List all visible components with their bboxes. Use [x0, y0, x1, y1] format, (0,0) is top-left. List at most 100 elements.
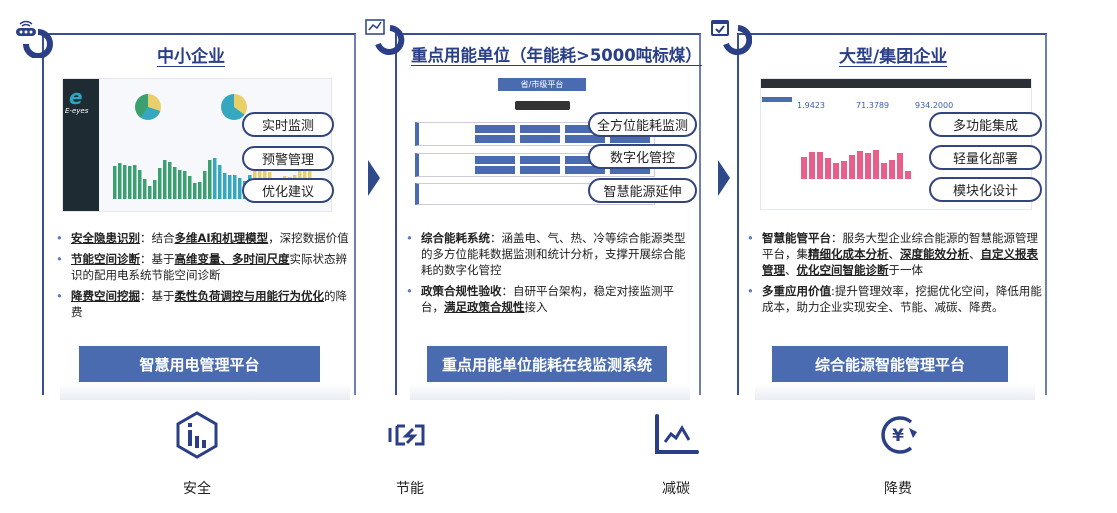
- diagram-node: [475, 125, 515, 133]
- mock-bar: [133, 165, 137, 199]
- mock-bar: [183, 171, 187, 199]
- mock-bar: [218, 165, 222, 199]
- mock-bar: [118, 163, 122, 199]
- feature-pill: 预警管理: [242, 146, 334, 171]
- panel-title: 中小企业: [157, 47, 225, 67]
- mock-bar: [128, 166, 132, 199]
- diagram-node: [610, 135, 650, 143]
- svg-text:¥: ¥: [892, 426, 904, 446]
- mock-bar: [178, 170, 182, 199]
- feature-pill: 优化建议: [242, 178, 334, 203]
- mock-bar: [203, 171, 207, 199]
- feature-pill: 全方位能耗监测: [588, 112, 697, 137]
- mock-bar: [841, 161, 847, 179]
- logo: E-eyes: [65, 107, 89, 115]
- mock-bar: [123, 165, 127, 199]
- mock-bar: [148, 186, 152, 199]
- feature-pill: 实时监测: [242, 112, 334, 137]
- list-item: 综合能耗系统：涵盖电、气、热、冷等综合能源类型的多方位能耗数据监测和统计分析，支…: [404, 230, 696, 278]
- panel-sme: [42, 33, 356, 395]
- panel-title: 大型/集团企业: [839, 47, 948, 67]
- diagram-node: [475, 166, 515, 174]
- mock-bar: [809, 152, 815, 179]
- network-chart-icon: [365, 19, 405, 55]
- feature-pill: 轻量化部署: [929, 145, 1042, 170]
- mock-bar: [113, 166, 117, 199]
- feature-pill: 智慧能源延伸: [588, 178, 697, 203]
- mock-bar: [833, 163, 839, 179]
- arrow-right-icon: [718, 160, 730, 196]
- line-chart-icon: [655, 414, 699, 454]
- energy-swap-icon: [388, 424, 425, 446]
- mock-bar: [905, 171, 911, 179]
- feature-pill: 数字化管控: [588, 144, 697, 169]
- mock-bar: [153, 180, 157, 199]
- diagram-node: [475, 135, 515, 143]
- benefit-label: 降费: [884, 481, 912, 497]
- mock-bar: [233, 175, 237, 199]
- kpi-value: 934.2000: [915, 101, 954, 110]
- wifi-router-icon: [16, 20, 53, 58]
- list-item: 安全隐患识别：结合多维AI和机理模型，深挖数据价值: [54, 230, 349, 246]
- panel-title: 重点用能单位（年能耗>5000吨标煤）: [411, 46, 702, 65]
- mock-bar: [865, 153, 871, 179]
- diagram-node: [520, 156, 560, 164]
- benefit-label: 节能: [396, 481, 424, 497]
- list-item: 政策合规性验收：自研平台架构，稳定对接监测平台，满足政策合规性接入: [404, 283, 696, 315]
- feature-list: 综合能耗系统：涵盖电、气、热、冷等综合能源类型的多方位能耗数据监测和统计分析，支…: [404, 230, 696, 320]
- mock-bar: [228, 175, 232, 199]
- mock-bar: [873, 150, 879, 179]
- mock-bar: [801, 157, 807, 179]
- diagram-node: [520, 125, 560, 133]
- feature-pill: 多功能集成: [929, 112, 1042, 137]
- feature-list: 安全隐患识别：结合多维AI和机理模型，深挖数据价值 节能空间诊断：基于高维变量、…: [54, 230, 349, 325]
- mock-bar: [258, 156, 262, 199]
- diagram-node: [520, 135, 560, 143]
- diagram-node: [565, 135, 605, 143]
- diagram-node: [565, 166, 605, 174]
- mock-bar: [158, 168, 162, 199]
- platform-button[interactable]: 重点用能单位能耗在线监测系统: [427, 346, 667, 382]
- mock-bar: [825, 158, 831, 179]
- benefit-label: 减碳: [662, 481, 690, 497]
- diagram-node: [565, 125, 605, 133]
- mock-bar: [168, 162, 172, 199]
- list-item: 节能空间诊断：基于高维变量、多时间尺度实际状态辨识的配用电系统节能空间诊断: [54, 251, 349, 283]
- diagram-node: [520, 166, 560, 174]
- feature-pill: 模块化设计: [929, 177, 1042, 202]
- feature-list: 智慧能管平台：服务大型企业综合能源的智慧能源管理平台，集精细化成本分析、深度能效…: [745, 230, 1043, 320]
- list-item: 降费空间挖掘：基于柔性负荷调控与用能行为优化的降费: [54, 288, 349, 320]
- mock-bar: [193, 183, 197, 199]
- benefit-label: 安全: [183, 481, 211, 497]
- platform-button[interactable]: 智慧用电管理平台: [79, 346, 320, 382]
- diagram-node: [475, 156, 515, 164]
- mock-bar: [198, 182, 202, 199]
- mock-bar: [208, 160, 212, 199]
- mock-bar: [223, 173, 227, 199]
- yen-cycle-icon: ¥: [881, 416, 917, 454]
- arrow-right-icon: [368, 160, 380, 196]
- list-item: 多重应用价值:提升管理效率，挖掘优化空间，降低用能成本，助力企业实现安全、节能、…: [745, 283, 1043, 315]
- kpi-value: 71.3789: [856, 101, 890, 110]
- mock-bar: [849, 155, 855, 179]
- mock-bar: [238, 178, 242, 199]
- mock-bar: [857, 151, 863, 179]
- kpi-value: 1.9423: [797, 101, 825, 110]
- mock-bar: [897, 153, 903, 179]
- mock-bar: [143, 179, 147, 199]
- diagram-top-node: 省/市级平台: [498, 78, 586, 91]
- mock-bar: [213, 158, 217, 199]
- mock-bar: [163, 160, 167, 199]
- mock-bar: [817, 152, 823, 179]
- diagram-node: [610, 166, 650, 174]
- architecture-diagram: 省/市级平台: [415, 78, 695, 208]
- panel-key-units: [395, 33, 701, 395]
- mock-bar: [889, 160, 895, 179]
- diagram-node: [565, 156, 605, 164]
- platform-button[interactable]: 综合能源智能管理平台: [772, 346, 1008, 382]
- mock-bar: [173, 167, 177, 199]
- mock-bar: [188, 176, 192, 199]
- list-item: 智慧能管平台：服务大型企业综合能源的智慧能源管理平台，集精细化成本分析、深度能效…: [745, 230, 1043, 278]
- panel-large-enterprise: [737, 33, 1047, 395]
- calendar-check-icon: [711, 20, 752, 55]
